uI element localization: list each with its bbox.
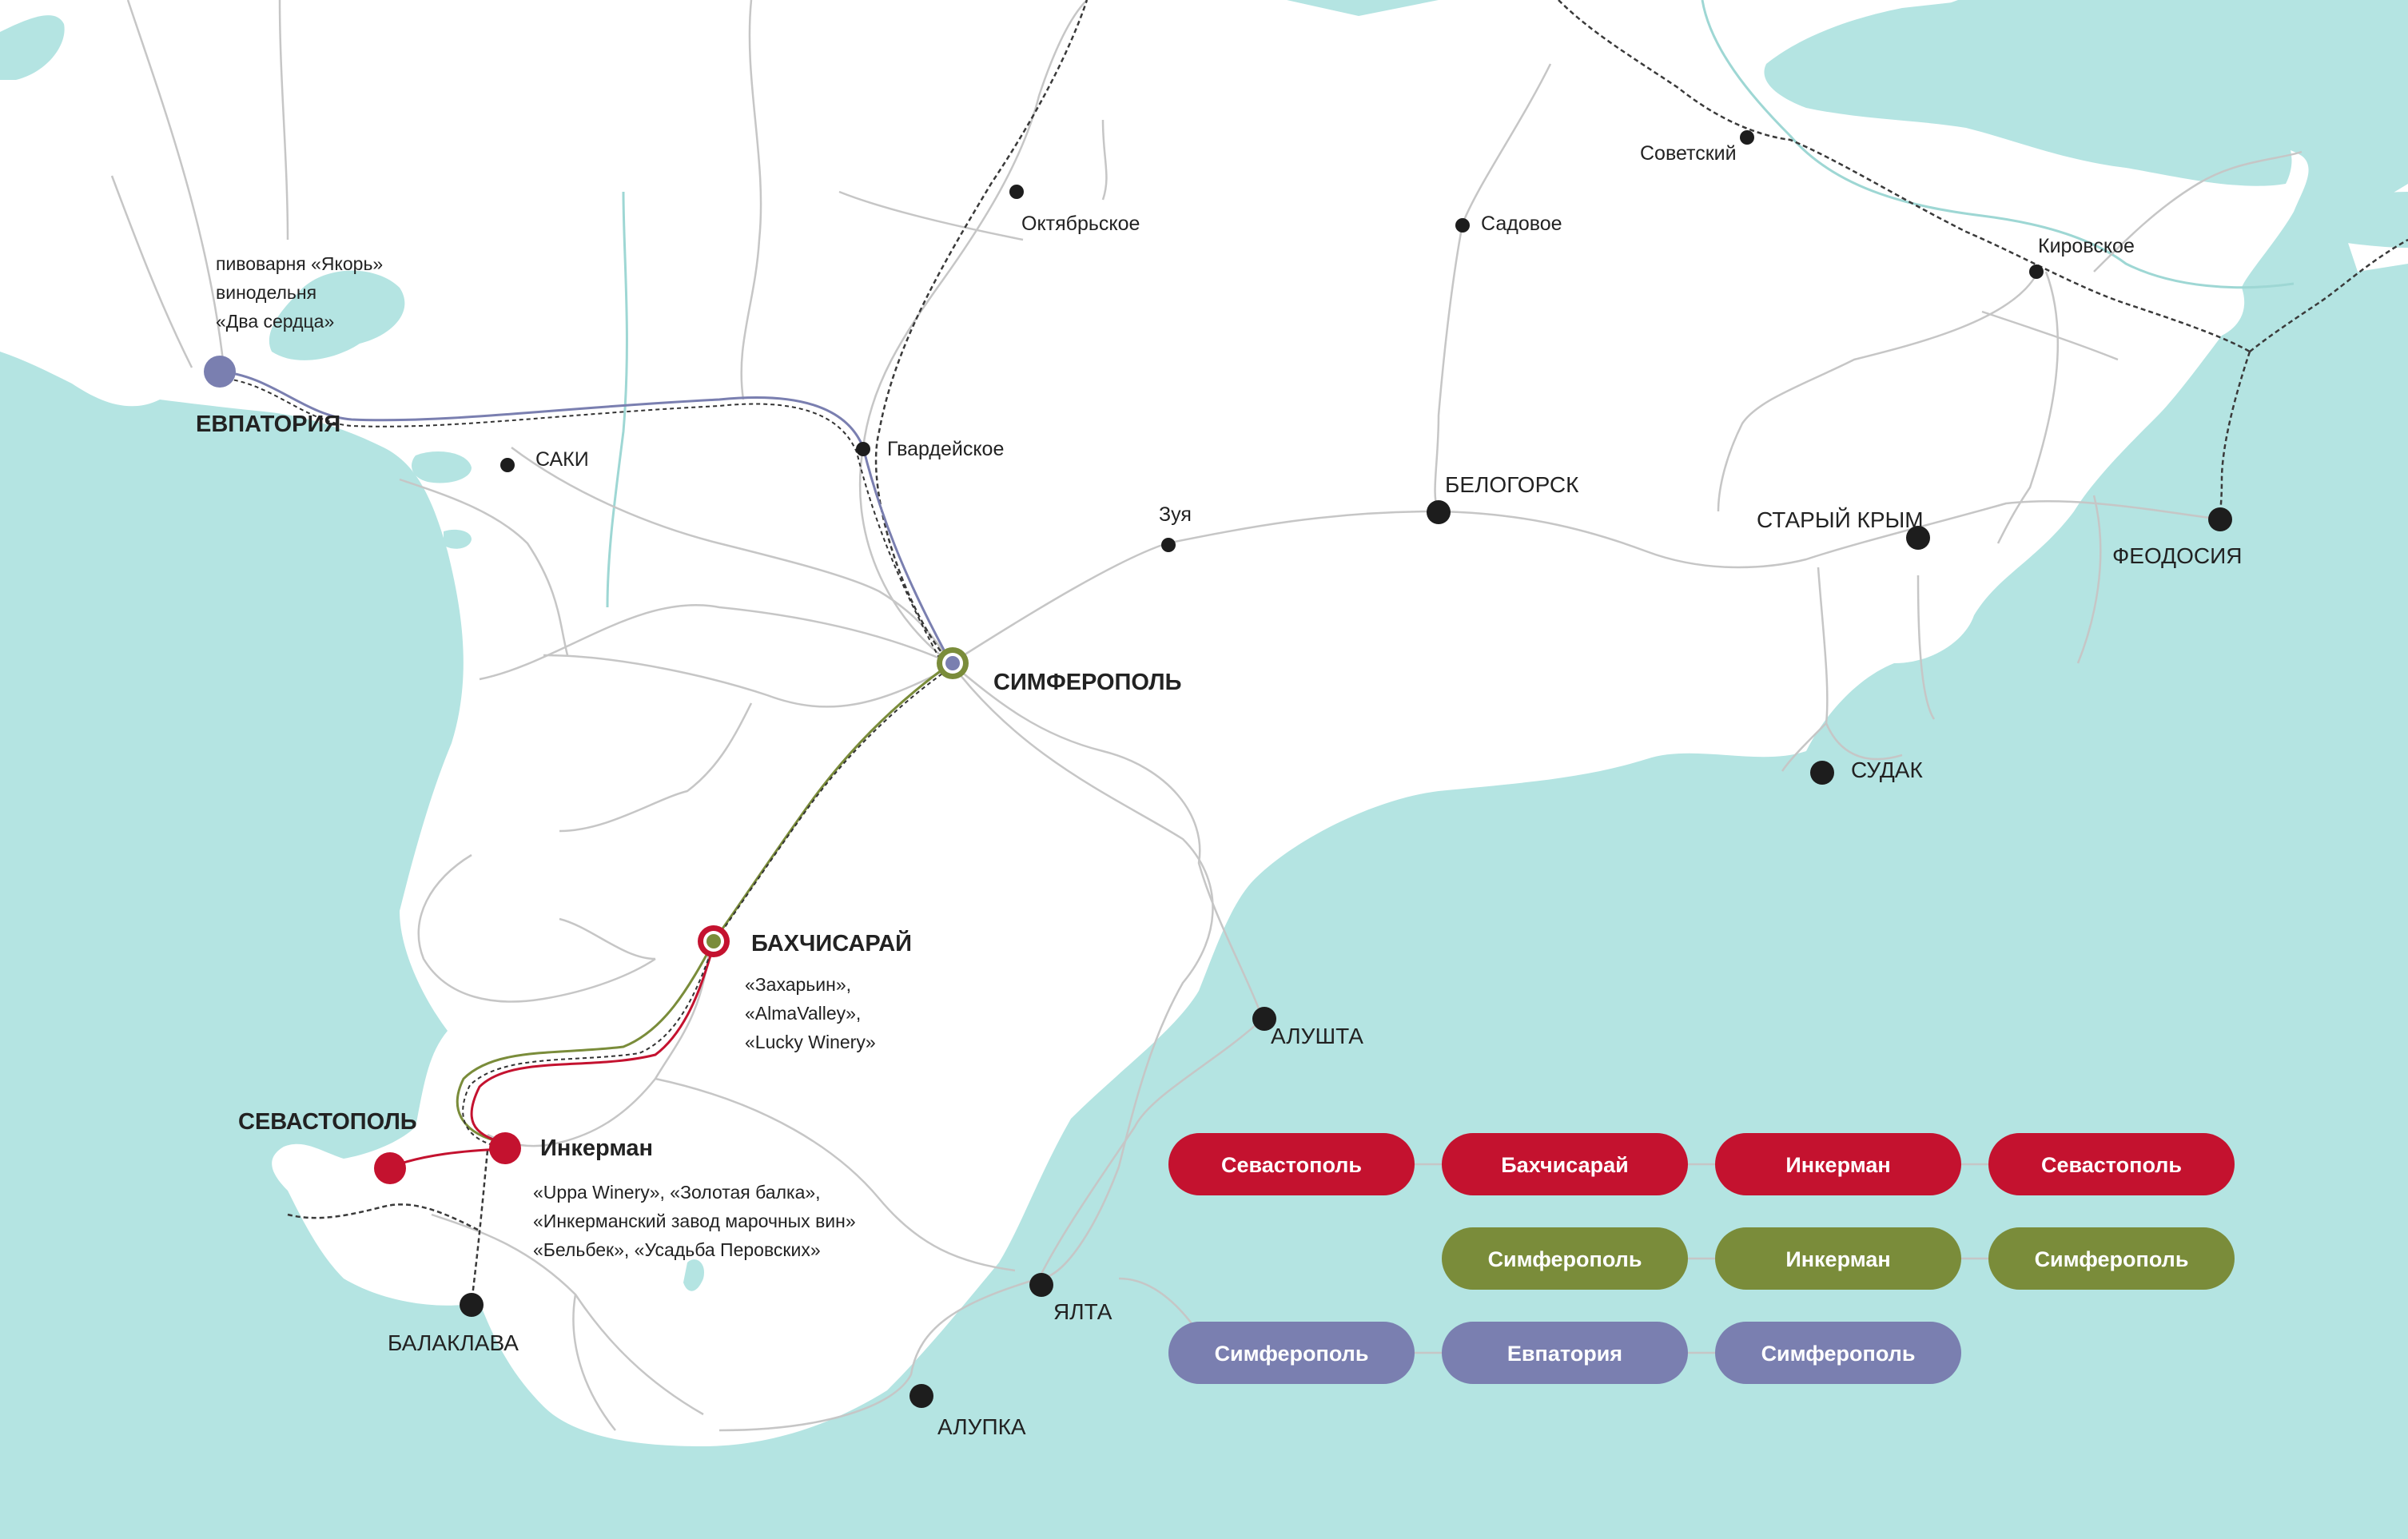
red-stop-2-label: Бахчисарай — [1501, 1153, 1629, 1177]
railway-sevastopol-west — [287, 1203, 480, 1232]
legend-purple-route: Симферополь Евпатория Симферополь — [1168, 1322, 1961, 1384]
note-yevpatoria-2: винодельня — [216, 282, 316, 303]
railway-north-east — [2249, 238, 2408, 352]
red-stop-4: Севастополь — [1988, 1133, 2235, 1195]
red-stop-1: Севастополь — [1168, 1133, 1415, 1195]
note-inkerman-2: «Инкерманский завод марочных вин» — [533, 1211, 856, 1231]
lake-saki — [412, 451, 472, 483]
marker-bakhchisaray — [698, 925, 730, 957]
label-sudak: СУДАК — [1851, 758, 1923, 782]
marker-zuya — [1161, 538, 1176, 552]
venue-notes: пивоварня «Якорь» винодельня «Два сердца… — [216, 253, 876, 1260]
label-bakhchisaray: БАХЧИСАРАЙ — [751, 929, 912, 956]
marker-feodosia — [2208, 507, 2232, 531]
marker-simferopol — [937, 647, 969, 679]
route-purple-line — [219, 370, 953, 669]
purple-stop-1-label: Симферополь — [1215, 1342, 1369, 1366]
legend-red-route: Севастополь Бахчисарай Инкерман Севастоп… — [1168, 1133, 2235, 1195]
lake-top-left — [0, 15, 65, 81]
note-inkerman-3: «Бельбек», «Усадьба Перовских» — [533, 1239, 821, 1260]
railways — [287, 0, 2408, 1303]
label-alupka: АЛУПКА — [937, 1414, 1026, 1439]
note-bakhchisaray-3: «Lucky Winery» — [745, 1032, 876, 1052]
label-saki: САКИ — [535, 448, 589, 471]
sivash — [1764, 0, 2292, 186]
label-alushta: АЛУШТА — [1271, 1024, 1363, 1048]
lake-south-inland — [683, 1259, 704, 1291]
label-kirovskoe: Кировское — [2038, 235, 2135, 257]
note-inkerman-1: «Uppa Winery», «Золотая балка», — [533, 1182, 821, 1203]
label-yevpatoria: ЕВПАТОРИЯ — [196, 412, 340, 437]
marker-belogorsk — [1427, 500, 1451, 524]
marker-sovetsky — [1740, 130, 1754, 145]
green-stop-1-label: Симферополь — [1488, 1247, 1642, 1271]
route-green-line — [456, 662, 952, 1144]
red-stop-2: Бахчисарай — [1442, 1133, 1688, 1195]
note-bakhchisaray-1: «Захарьин», — [745, 974, 851, 995]
label-zuya: Зуя — [1159, 503, 1192, 526]
label-inkerman: Инкерман — [540, 1135, 653, 1161]
marker-sadovoe — [1455, 218, 1470, 233]
purple-stop-2: Евпатория — [1442, 1322, 1688, 1384]
marker-stary-krym — [1906, 526, 1930, 550]
marker-yevpatoria — [204, 356, 236, 388]
label-oktyabrskoe: Октябрьское — [1021, 213, 1140, 235]
legend-connectors — [1415, 1163, 1988, 1354]
lake-small — [444, 529, 472, 549]
marker-alushta — [1252, 1007, 1276, 1031]
canals — [606, 0, 2295, 608]
purple-stop-1: Симферополь — [1168, 1322, 1415, 1384]
label-belogorsk: БЕЛОГОРСК — [1445, 472, 1579, 497]
label-yalta: ЯЛТА — [1053, 1299, 1112, 1324]
red-stop-4-label: Севастополь — [2041, 1153, 2182, 1177]
label-balaklava: БАЛАКЛАВА — [388, 1330, 519, 1355]
label-sadovoe: Садовое — [1481, 213, 1562, 235]
label-simferopol: СИМФЕРОПОЛЬ — [993, 670, 1181, 695]
crimea-land — [0, 0, 2309, 1446]
green-stop-2: Инкерман — [1715, 1227, 1961, 1290]
red-stop-3: Инкерман — [1715, 1133, 1961, 1195]
green-stop-3: Симферополь — [1988, 1227, 2235, 1290]
label-feodosia: ФЕОДОСИЯ — [2112, 543, 2242, 568]
railway-north — [874, 0, 1089, 664]
marker-oktyabrskoe — [1009, 185, 1024, 199]
marker-balaklava — [460, 1293, 484, 1317]
red-stop-1-label: Севастополь — [1221, 1153, 1362, 1177]
railway-east — [1558, 0, 2251, 353]
town-labels: ЕВПАТОРИЯ САКИ Гвардейское Октябрьское С… — [196, 142, 2242, 1439]
lake-yevpatoria — [269, 270, 405, 360]
lake-east — [2318, 192, 2408, 248]
note-bakhchisaray-2: «AlmaValley», — [745, 1003, 861, 1024]
marker-sevastopol — [374, 1152, 406, 1184]
label-sevastopol: СЕВАСТОПОЛЬ — [238, 1109, 417, 1135]
red-stop-3-label: Инкерман — [1785, 1153, 1890, 1177]
label-stary-krym: СТАРЫЙ КРЫМ — [1757, 507, 1924, 532]
label-sovetsky: Советский — [1640, 142, 1737, 165]
note-yevpatoria-3: «Два сердца» — [216, 311, 334, 332]
marker-yalta — [1029, 1273, 1053, 1297]
lakes — [0, 0, 2408, 1291]
green-stop-2-label: Инкерман — [1785, 1247, 1890, 1271]
marker-inkerman — [489, 1132, 521, 1164]
note-yevpatoria-1: пивоварня «Якорь» — [216, 253, 383, 274]
legend-green-route: Симферополь Инкерман Симферополь — [1442, 1227, 2235, 1290]
railway-balaklava — [470, 1150, 489, 1303]
marker-alupka — [909, 1384, 933, 1408]
green-stop-3-label: Симферополь — [2035, 1247, 2189, 1271]
label-gvardeyskoe: Гвардейское — [887, 438, 1004, 460]
marker-sudak — [1810, 761, 1834, 785]
green-stop-1: Симферополь — [1442, 1227, 1688, 1290]
purple-stop-3-label: Симферополь — [1761, 1342, 1916, 1366]
town-markers — [204, 130, 2232, 1408]
marker-kirovskoe — [2029, 264, 2044, 279]
route-legend: Севастополь Бахчисарай Инкерман Севастоп… — [1168, 1133, 2235, 1384]
purple-stop-3: Симферополь — [1715, 1322, 1961, 1384]
purple-stop-2-label: Евпатория — [1507, 1342, 1622, 1366]
marker-gvardeyskoe — [856, 442, 870, 456]
marker-saki — [500, 458, 515, 472]
